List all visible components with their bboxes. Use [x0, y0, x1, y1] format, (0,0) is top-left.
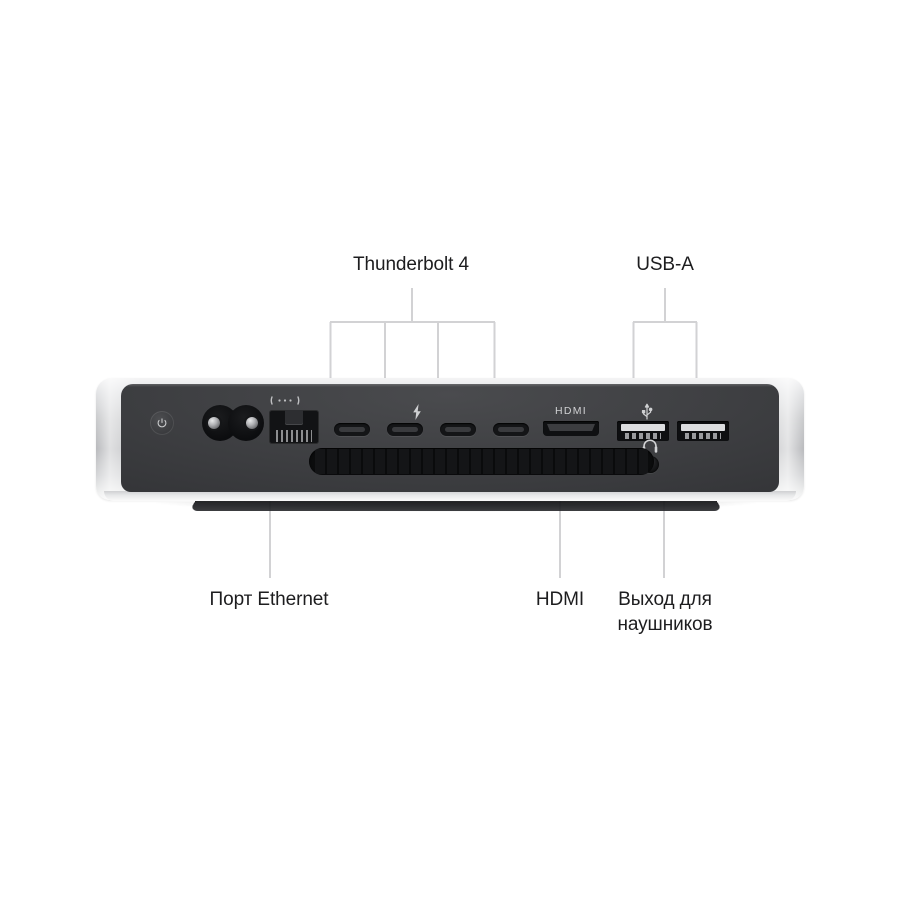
- chassis-bottom-lip: [104, 491, 796, 501]
- thunderbolt-4-port-1[interactable]: [334, 423, 370, 436]
- callout-label-hdmi: HDMI: [535, 589, 585, 610]
- thunderbolt-4-port-2[interactable]: [387, 423, 423, 436]
- vent-slots: [315, 449, 648, 474]
- device-base-foot: [189, 500, 723, 511]
- callout-label-headphones: Выход для наушников: [617, 589, 713, 635]
- thunderbolt-4-port-3[interactable]: [440, 423, 476, 436]
- usb-icon: [641, 403, 653, 420]
- power-connector[interactable]: [202, 405, 264, 441]
- usb-a-port-1[interactable]: [617, 421, 669, 441]
- rear-panel: HDMI: [121, 384, 779, 492]
- ethernet-port[interactable]: [269, 410, 319, 444]
- callout-label-usba: USB-A: [636, 254, 694, 275]
- power-icon: [157, 418, 167, 428]
- power-connector-pin-left: [208, 417, 220, 429]
- exhaust-vent: [309, 448, 654, 475]
- thunderbolt-4-port-4[interactable]: [493, 423, 529, 436]
- hdmi-silkscreen-text: HDMI: [554, 405, 588, 417]
- power-connector-pin-right: [246, 417, 258, 429]
- ethernet-contacts: [276, 430, 312, 442]
- ethernet-icon: [270, 396, 300, 405]
- callout-label-ethernet: Порт Ethernet: [209, 589, 329, 610]
- usb-a-port-2[interactable]: [677, 421, 729, 441]
- callout-label-thunderbolt: Thunderbolt 4: [353, 254, 469, 275]
- ethernet-latch: [285, 410, 303, 425]
- power-button[interactable]: [150, 411, 174, 435]
- hdmi-port[interactable]: [543, 421, 599, 436]
- thunderbolt-icon: [413, 404, 421, 420]
- mac-mini-device: HDMI: [96, 378, 804, 512]
